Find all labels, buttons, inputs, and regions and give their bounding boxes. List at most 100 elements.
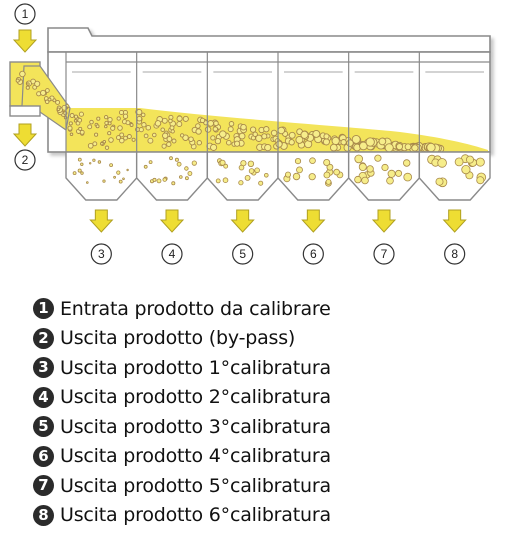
grain <box>162 132 169 139</box>
callout-1: 1 <box>14 3 36 25</box>
numbered-circle-icon <box>373 243 395 265</box>
down-arrow-icon <box>442 209 467 233</box>
grain <box>325 178 332 185</box>
legend-label: Uscita prodotto 5°calibratura <box>60 474 331 497</box>
grain <box>89 119 94 125</box>
grain <box>68 121 73 126</box>
grain <box>387 169 396 178</box>
grain <box>73 114 79 119</box>
grain <box>454 157 464 167</box>
grain <box>475 157 485 167</box>
legend-label: Uscita prodotto 3°calibratura <box>60 415 331 438</box>
grain <box>195 128 202 135</box>
grain <box>238 180 244 186</box>
grain <box>168 118 173 124</box>
outlet-hopper <box>277 151 350 201</box>
grain <box>140 112 146 118</box>
number-badge-icon: 6 <box>33 445 54 467</box>
grain <box>333 168 340 176</box>
numbered-circle-icon <box>232 243 254 265</box>
grain <box>223 163 229 169</box>
grain <box>104 120 109 126</box>
grain <box>116 170 121 175</box>
grain <box>72 171 77 176</box>
grain <box>77 157 82 162</box>
legend-label: Uscita prodotto 2°calibratura <box>60 386 331 409</box>
grain <box>184 176 189 181</box>
grain <box>34 80 41 87</box>
grain <box>465 155 474 164</box>
grain <box>404 143 412 151</box>
grain <box>87 142 94 149</box>
grain <box>292 172 301 181</box>
grain <box>329 143 338 152</box>
grain <box>160 127 165 132</box>
legend-label: Entrata prodotto da calibrare <box>60 297 331 320</box>
grain <box>378 137 387 146</box>
grain <box>351 134 361 144</box>
legend-label: Uscita prodotto (by-pass) <box>60 327 296 350</box>
grain <box>136 108 143 116</box>
grain <box>204 126 212 133</box>
grain <box>296 166 303 174</box>
grain <box>117 125 123 131</box>
grain <box>94 132 99 137</box>
grain <box>88 162 92 165</box>
grain <box>78 126 83 131</box>
grain <box>161 117 168 124</box>
grain <box>182 115 189 122</box>
grain <box>69 132 74 137</box>
grain <box>288 139 295 146</box>
grain <box>361 176 369 185</box>
callout-2: 2 <box>14 149 36 171</box>
grain <box>171 181 176 186</box>
grain <box>77 168 82 173</box>
grain <box>340 139 347 146</box>
grain <box>426 142 436 153</box>
callout-number: 1 <box>22 7 29 21</box>
grain <box>136 115 143 122</box>
grain <box>214 137 222 145</box>
grain <box>384 143 394 153</box>
grain <box>67 125 73 131</box>
grain <box>152 177 157 182</box>
grain <box>213 120 219 127</box>
grain <box>40 89 47 96</box>
grain <box>374 154 382 162</box>
grain <box>191 160 197 166</box>
grain <box>346 139 354 147</box>
grain <box>358 162 367 171</box>
grain <box>143 133 149 139</box>
callout-3: 3 <box>90 243 112 265</box>
grain <box>95 124 100 129</box>
grain <box>97 160 102 164</box>
grain <box>295 135 304 144</box>
grain <box>25 85 30 90</box>
grain <box>381 163 389 172</box>
callout-number: 8 <box>451 247 458 261</box>
grain <box>249 126 257 133</box>
grain <box>131 137 136 142</box>
grain <box>300 130 309 139</box>
grain <box>294 158 302 165</box>
grain <box>118 179 123 184</box>
grain <box>252 131 258 137</box>
down-arrow-icon <box>371 209 397 233</box>
grain <box>143 164 148 169</box>
legend-label: Uscita prodotto 1°calibratura <box>60 356 331 379</box>
callout-number: 3 <box>98 247 105 261</box>
grain <box>103 114 109 120</box>
grain <box>141 122 147 128</box>
grain <box>104 145 110 150</box>
grain <box>15 78 20 83</box>
grain <box>129 123 134 127</box>
grain <box>234 140 241 147</box>
grain <box>179 175 183 179</box>
grain <box>288 131 296 139</box>
grain <box>309 157 316 165</box>
numbered-circle-icon <box>14 3 36 25</box>
grain <box>154 120 162 127</box>
number-badge-icon: 7 <box>33 475 54 497</box>
number-badge-icon: 5 <box>33 416 54 438</box>
